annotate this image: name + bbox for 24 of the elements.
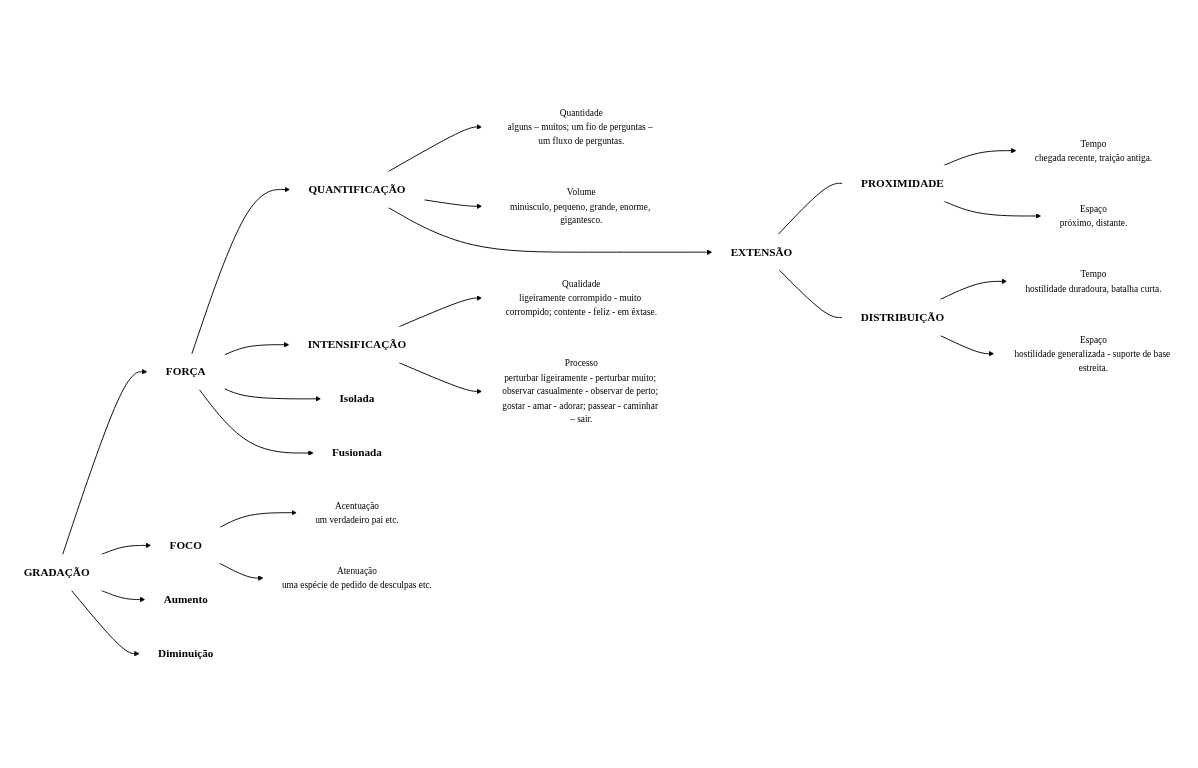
node-text: EXTENSÃO bbox=[730, 245, 793, 259]
node-text: Isolada bbox=[339, 392, 375, 405]
node-text: QUANTIFICAÇÃO bbox=[308, 183, 406, 196]
node-text: DISTRIBUIÇÃO bbox=[860, 310, 945, 324]
node-text: Tempo chegada recente, traição antiga. bbox=[1034, 138, 1153, 163]
node-text: Atenuação uma espécie de pedido de desculpas etc. bbox=[281, 565, 432, 590]
connector bbox=[778, 269, 843, 318]
connector bbox=[777, 182, 843, 235]
node-text: Processo perturbar ligeiramente - perturbar muito; observar casualmente - observar de perto; gostar - amar - adorar; passear - caminhar – sair. bbox=[502, 358, 659, 425]
node-text: GRADAÇÃO bbox=[23, 565, 90, 579]
node-text: Qualidade ligeiramente corrompido - muito corrompido; contente - feliz - em êxtase. bbox=[505, 278, 658, 317]
node-text: FORÇA bbox=[165, 365, 206, 378]
node-text: Espaço hostilidade generalizada - suporte de base estreita. bbox=[1014, 334, 1171, 373]
node-text: Volume minúsculo, pequeno, grande, enorme, gigantesco. bbox=[510, 187, 651, 226]
node-text: INTENSIFICAÇÃO bbox=[307, 338, 407, 351]
node-text: FOCO bbox=[169, 538, 202, 552]
node-text: Diminuição bbox=[158, 647, 214, 660]
node-text: Tempo hostilidade duradoura, batalha curta. bbox=[1025, 269, 1162, 294]
node-text: Fusionada bbox=[332, 446, 382, 459]
node-text: PROXIMIDADE bbox=[861, 176, 944, 190]
node-text: Quantidade alguns – muitos; um fio de perguntas – um fluxo de perguntas. bbox=[507, 107, 653, 146]
node-text: Espaço próximo, distante. bbox=[1059, 203, 1128, 228]
node-text: Aumento bbox=[163, 593, 208, 606]
node-text: Acentuação um verdadeiro pai etc. bbox=[315, 500, 399, 525]
